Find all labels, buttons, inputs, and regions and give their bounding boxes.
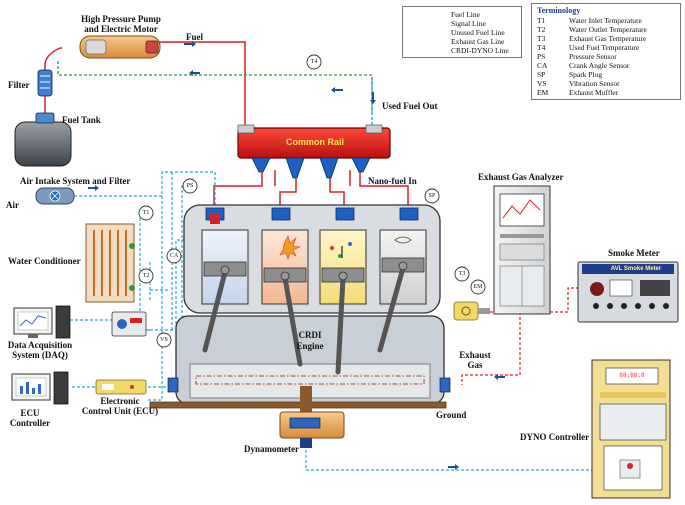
- engine-label-line1: CRDI: [298, 330, 322, 340]
- terminology-abbr: VS: [537, 79, 547, 88]
- legend-item: Fuel Line: [407, 10, 519, 19]
- dynamometer: [279, 386, 345, 448]
- terminology-abbr: T1: [537, 16, 546, 25]
- em-tag: EM: [473, 284, 483, 290]
- engine-block: [167, 204, 451, 405]
- sensor-tags: [138, 54, 486, 348]
- ecu-label-line2: Control Unit (ECU): [81, 406, 159, 416]
- air-label: Air: [6, 200, 19, 210]
- line-legend: Fuel Line Signal Line Unused Fuel Line E…: [402, 6, 522, 58]
- daq-label-line1: Data Acquisition: [7, 340, 73, 350]
- terminology-abbr: PS: [537, 52, 546, 61]
- common-rail: [237, 124, 391, 179]
- legend-label: Exhaust Gas Line: [451, 37, 505, 46]
- exhaust-gas-label-line2: Gas: [467, 360, 483, 370]
- dyno-display-text: 88:88:8: [619, 372, 645, 379]
- daq-module: [111, 311, 147, 337]
- legend-label: Signal Line: [451, 19, 486, 28]
- legend-item: Signal Line: [407, 19, 519, 28]
- fuel-label: Fuel: [186, 32, 203, 42]
- smoke-meter-screen-text: AVL Smoke Meter: [610, 266, 662, 272]
- terminology-abbr: T4: [537, 43, 546, 52]
- terminology-abbr: CA: [537, 61, 548, 70]
- used-fuel-out-label: Used Fuel Out: [382, 101, 438, 111]
- ecu-label-line1: Electronic: [100, 396, 140, 406]
- daq-label-line2: System (DAQ): [12, 350, 68, 360]
- ground-base: [149, 401, 447, 409]
- terminology-box: Terminology T1 Water Inlet Temperature T2…: [531, 3, 681, 100]
- smoke-meter-label: Smoke Meter: [608, 248, 660, 258]
- water-conditioner: [85, 223, 135, 303]
- terminology-desc: Vibration Sensor: [569, 79, 620, 88]
- exhaust-gas-analyzer-label: Exhaust Gas Analyzer: [478, 172, 564, 182]
- terminology-desc: Water Outlet Temperature: [569, 25, 647, 34]
- terminology-desc: Exhaust Muffler: [569, 88, 619, 97]
- terminology-desc: Water Inlet Temperature: [569, 16, 642, 25]
- air-intake-filter: [35, 187, 75, 205]
- high-pressure-pump: [79, 35, 161, 59]
- water-conditioner-label: Water Conditioner: [8, 256, 81, 266]
- fuel-line-supply: [44, 41, 246, 125]
- ecu-controller-label-line1: ECU: [20, 408, 40, 418]
- t2-tag: T2: [142, 273, 150, 279]
- nano-fuel-in-label: Nano-fuel In: [368, 176, 417, 186]
- fuel-line-injectors: [213, 170, 409, 208]
- exhaust-gas-analyzer: [493, 185, 551, 315]
- terminology-desc: Used Fuel Temperature: [569, 43, 640, 52]
- ecu-controller-computer: [11, 371, 69, 405]
- dynamometer-label: Dynamometer: [244, 444, 299, 454]
- terminology-desc: Spark Plug: [569, 70, 603, 79]
- legend-item: Unused Fuel Line: [407, 28, 519, 37]
- terminology-abbr: T3: [537, 34, 546, 43]
- smoke-meter: [577, 261, 679, 323]
- fuel-tank-label: Fuel Tank: [62, 115, 101, 125]
- ecu-unit: [95, 379, 147, 395]
- legend-item: Exhaust Gas Line: [407, 37, 519, 46]
- exhaust-gas-label-line1: Exhaust: [459, 350, 491, 360]
- legend-label: CRDI-DYNO Line: [451, 46, 509, 55]
- dyno-controller-label: DYNO Controller: [520, 432, 590, 442]
- unused-fuel-line: [57, 60, 373, 125]
- ecu-controller-label-line2: Controller: [9, 418, 51, 428]
- t3-tag: T3: [458, 271, 466, 277]
- ps-tag: PS: [186, 183, 194, 189]
- sp-tag: SP: [428, 193, 436, 199]
- pump-label-line2: and Electric Motor: [84, 24, 158, 34]
- ca-tag: CA: [169, 253, 179, 259]
- terminology-desc: Exhaust Gas Temperature: [569, 34, 647, 43]
- common-rail-label: Common Rail: [285, 137, 344, 147]
- dyno-controller: [591, 359, 671, 499]
- filter-label: Filter: [8, 80, 30, 90]
- terminology-abbr: EM: [537, 88, 549, 97]
- air-intake-label: Air Intake System and Filter: [20, 176, 131, 186]
- engine-label-line2: Engine: [296, 341, 324, 351]
- daq-computer: [13, 305, 71, 339]
- legend-item: CRDI-DYNO Line: [407, 46, 519, 55]
- pump-label-line1: High Pressure Pump: [81, 14, 161, 24]
- terminology-title: Terminology: [537, 6, 581, 15]
- terminology-desc: Pressure Sensor: [569, 52, 617, 61]
- exhaust-muffler: [453, 301, 490, 321]
- terminology-abbr: T2: [537, 25, 546, 34]
- fuel-tank: [14, 112, 72, 167]
- fuel-filter: [37, 69, 53, 97]
- t4-tag: T4: [310, 59, 318, 65]
- ground-label: Ground: [436, 410, 467, 420]
- terminology-abbr: SP: [537, 70, 546, 79]
- t1-tag: T1: [142, 210, 150, 216]
- vs-tag: VS: [160, 337, 168, 343]
- legend-label: Fuel Line: [451, 10, 480, 19]
- legend-label: Unused Fuel Line: [451, 28, 505, 37]
- terminology-desc: Crank Angle Sensor: [569, 61, 630, 70]
